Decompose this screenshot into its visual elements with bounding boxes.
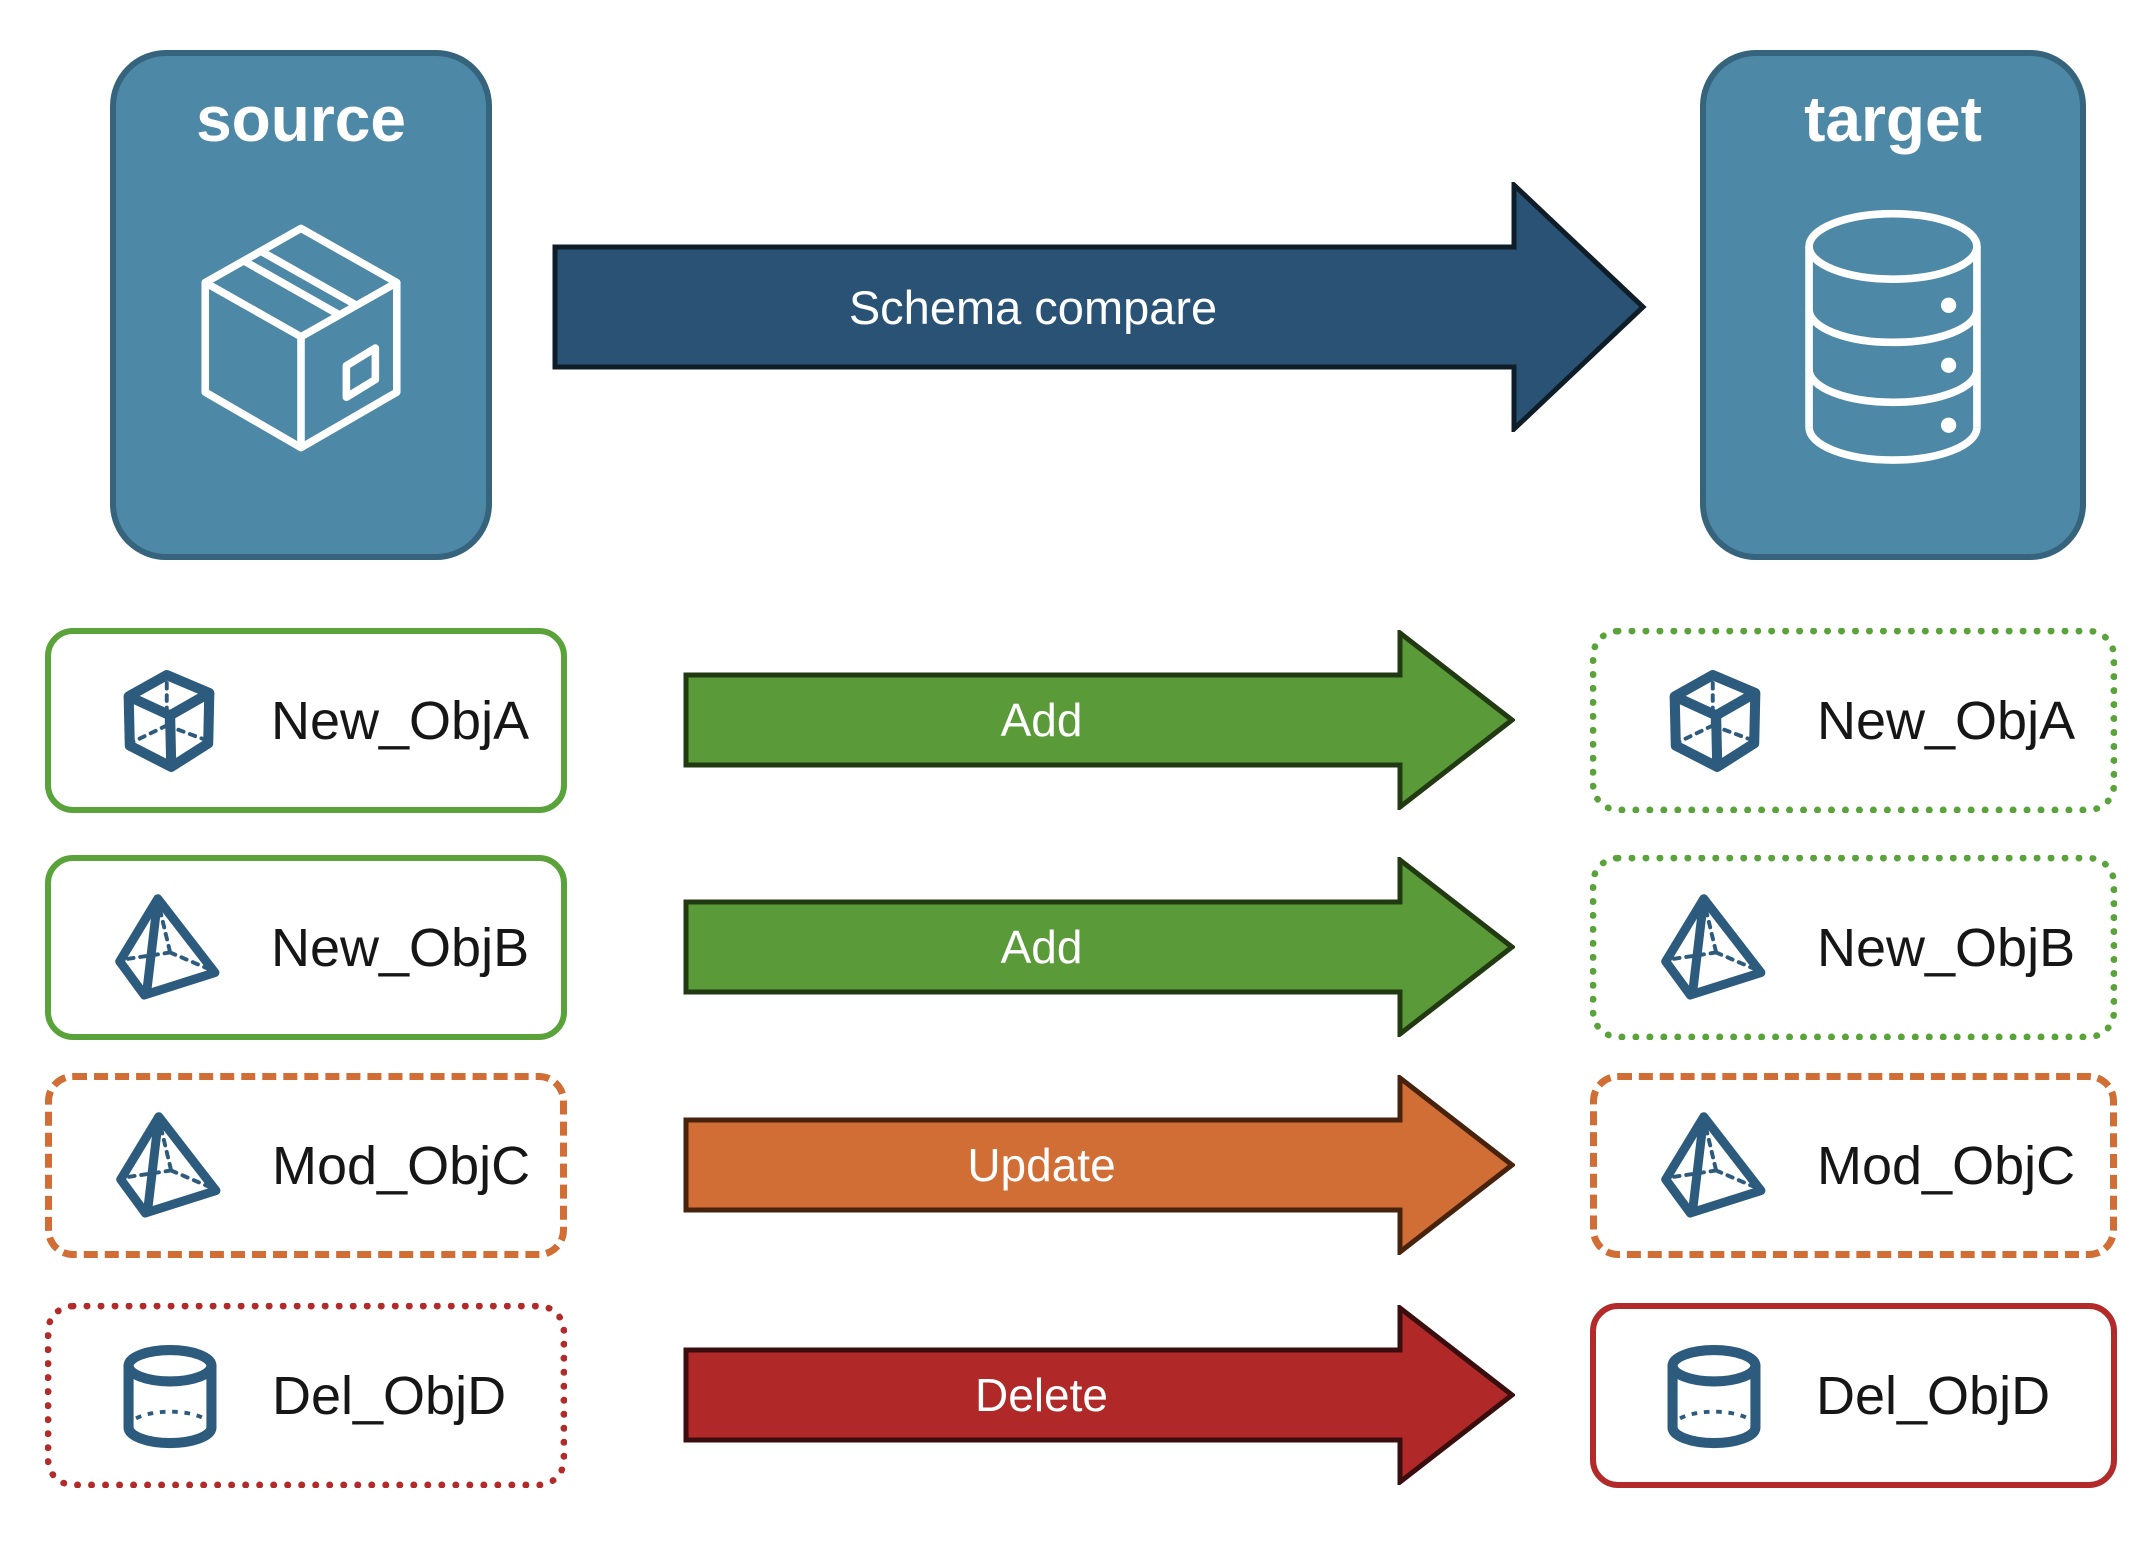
schema-compare-arrow: Schema compare [552,182,1647,432]
object-name: New_ObjA [271,690,530,751]
target-object-card-newobja: New_ObjA [1590,628,2117,813]
schema-compare-arrow-label: Schema compare [848,280,1218,334]
cube-icon [1659,665,1771,777]
source-object-card-newobjb: New_ObjB [45,855,567,1040]
pyramid-icon [113,892,225,1004]
target-object-card-modobjc: Mod_ObjC [1590,1073,2117,1258]
object-name: New_ObjB [271,917,530,978]
update-arrow: Update [683,1075,1515,1255]
object-name: Del_ObjD [1816,1365,2051,1426]
cylinder-icon [114,1340,226,1452]
object-name: Mod_ObjC [272,1135,531,1196]
object-name: New_ObjA [1817,690,2076,751]
target-node-label: target [1804,83,1982,155]
target-node: target [1700,50,2086,560]
delete-arrow: Delete [683,1305,1515,1485]
source-object-card-delobjd: Del_ObjD [45,1303,567,1488]
add-arrow-row2: Add [683,857,1515,1037]
object-name: New_ObjB [1817,917,2076,978]
pyramid-icon [1659,1110,1771,1222]
object-name: Mod_ObjC [1817,1135,2076,1196]
object-name: Del_ObjD [272,1365,507,1426]
add-arrow-row1: Add [683,630,1515,810]
source-node: source [110,50,492,560]
schema-compare-arrow-shape [552,182,1647,432]
delete-arrow-shape [683,1305,1515,1485]
target-object-card-delobjd: Del_ObjD [1590,1303,2117,1488]
database-icon [1784,188,2002,488]
add-arrow-label: Add [1000,694,1083,746]
source-object-card-newobja: New_ObjA [45,628,567,813]
source-object-card-modobjc: Mod_ObjC [45,1073,567,1258]
update-arrow-label: Update [967,1139,1116,1191]
cylinder-icon [1658,1340,1770,1452]
pyramid-icon [1659,892,1771,1004]
add-arrow-shape [683,857,1515,1037]
add-arrow-shape [683,630,1515,810]
package-box-icon [175,188,427,488]
cube-icon [113,665,225,777]
update-arrow-shape [683,1075,1515,1255]
source-node-label: source [196,83,406,155]
delete-arrow-label: Delete [975,1369,1108,1421]
target-object-card-newobjb: New_ObjB [1590,855,2117,1040]
add-arrow-label: Add [1000,921,1083,973]
pyramid-icon [114,1110,226,1222]
